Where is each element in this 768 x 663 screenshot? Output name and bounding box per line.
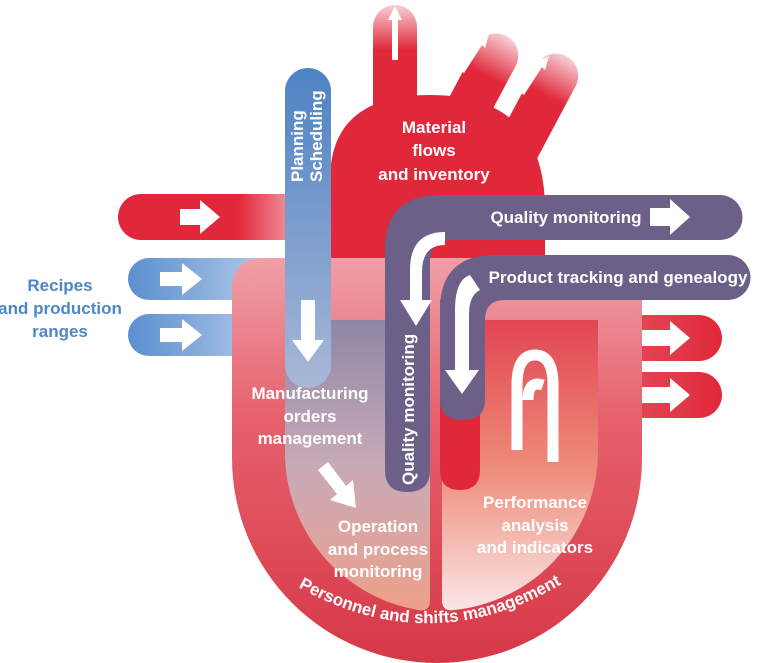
quality-monitoring-label: Quality monitoring [490,208,641,227]
planning-label: Planning Scheduling [288,90,326,182]
quality-monitoring-vertical-label: Quality monitoring [399,334,418,485]
svg-text:Planning: Planning [288,110,307,182]
red-inflow-tube [118,194,318,240]
performance-label: Performance analysis and indicators [477,493,593,557]
svg-text:and production: and production [0,299,122,318]
material-flows-label: Material flows and inventory [378,118,490,184]
operation-label: Operation and process monitoring [328,517,428,581]
svg-text:management: management [258,429,363,448]
svg-text:and inventory: and inventory [378,165,490,184]
recipes-label: Recipes and production ranges [0,276,122,341]
product-tracking-label: Product tracking and genealogy [489,268,748,287]
svg-text:Performance: Performance [483,493,587,512]
quality-monitoring-tube [385,195,743,492]
svg-text:orders: orders [284,407,337,426]
svg-text:monitoring: monitoring [334,562,423,581]
product-tracking-tube [440,255,751,420]
manufacturing-label: Manufacturing orders management [251,384,368,448]
svg-text:Manufacturing: Manufacturing [251,384,368,403]
svg-text:analysis: analysis [501,516,568,535]
svg-text:flows: flows [412,141,455,160]
svg-text:Scheduling: Scheduling [307,90,326,182]
svg-text:and process: and process [328,540,428,559]
svg-text:and indicators: and indicators [477,538,593,557]
operation-arrow [318,462,356,508]
svg-text:ranges: ranges [32,322,88,341]
svg-text:Material: Material [402,118,466,137]
svg-text:Operation: Operation [338,517,418,536]
planning-tube [285,68,331,388]
performance-flow-arrows [511,349,559,462]
svg-text:Recipes: Recipes [27,276,92,295]
